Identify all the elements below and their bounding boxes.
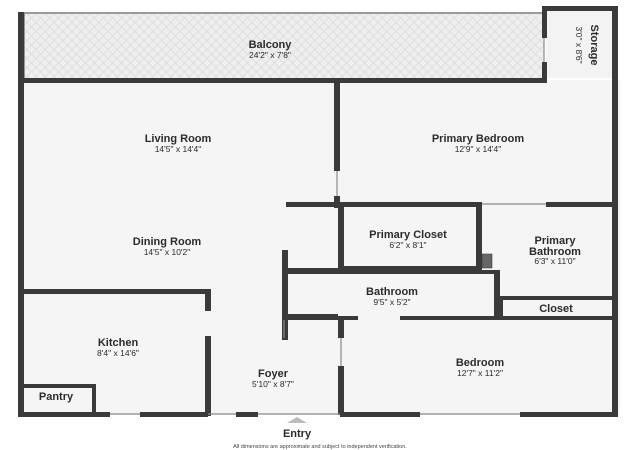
primary-closet-dims: 6'2" x 8'1" — [389, 240, 426, 250]
stair-fixture — [481, 253, 493, 269]
living-room-dims: 14'5" x 14'4" — [155, 144, 202, 154]
living-room-name: Living Room — [145, 133, 212, 145]
entry-arrow-icon — [287, 417, 307, 423]
bedroom-dims: 12'7" x 11'2" — [457, 368, 503, 378]
primary-closet-name: Primary Closet — [369, 229, 447, 241]
balcony-floor — [24, 14, 544, 80]
dining-room-name: Dining Room — [133, 236, 202, 248]
primary-bathroom-name-line1: Primary — [535, 235, 577, 247]
balcony-name: Balcony — [249, 39, 293, 51]
bedroom-name: Bedroom — [456, 357, 505, 369]
entry-label: Entry — [283, 428, 312, 440]
bathroom-dims: 9'5" x 5'2" — [373, 297, 410, 307]
pantry-name: Pantry — [39, 391, 74, 403]
closet-name: Closet — [539, 303, 573, 315]
primary-bathroom-dims: 6'3" x 11'0" — [534, 256, 575, 266]
foyer-dims: 5'10" x 8'7" — [252, 379, 294, 389]
storage-floor — [546, 10, 612, 78]
dining-room-dims: 14'5" x 10'2" — [144, 247, 191, 257]
bathroom-name: Bathroom — [366, 286, 418, 298]
balcony-dims: 24'2" x 7'8" — [249, 50, 291, 60]
primary-bathroom-name-line2: Bathroom — [529, 246, 581, 258]
kitchen-name: Kitchen — [98, 337, 139, 349]
interior-floor — [20, 80, 620, 415]
windows — [110, 38, 546, 415]
primary-bedroom-dims: 12'9" x 14'4" — [455, 144, 502, 154]
primary-bedroom-name: Primary Bedroom — [432, 133, 525, 145]
kitchen-dims: 8'4" x 14'6" — [97, 348, 139, 358]
storage-dims: 3'0" x 8'6" — [574, 26, 584, 63]
foyer-name: Foyer — [258, 368, 289, 380]
disclaimer: All dimensions are approximate and subje… — [233, 444, 407, 450]
walls — [18, 6, 618, 417]
storage-name: Storage — [588, 25, 600, 66]
